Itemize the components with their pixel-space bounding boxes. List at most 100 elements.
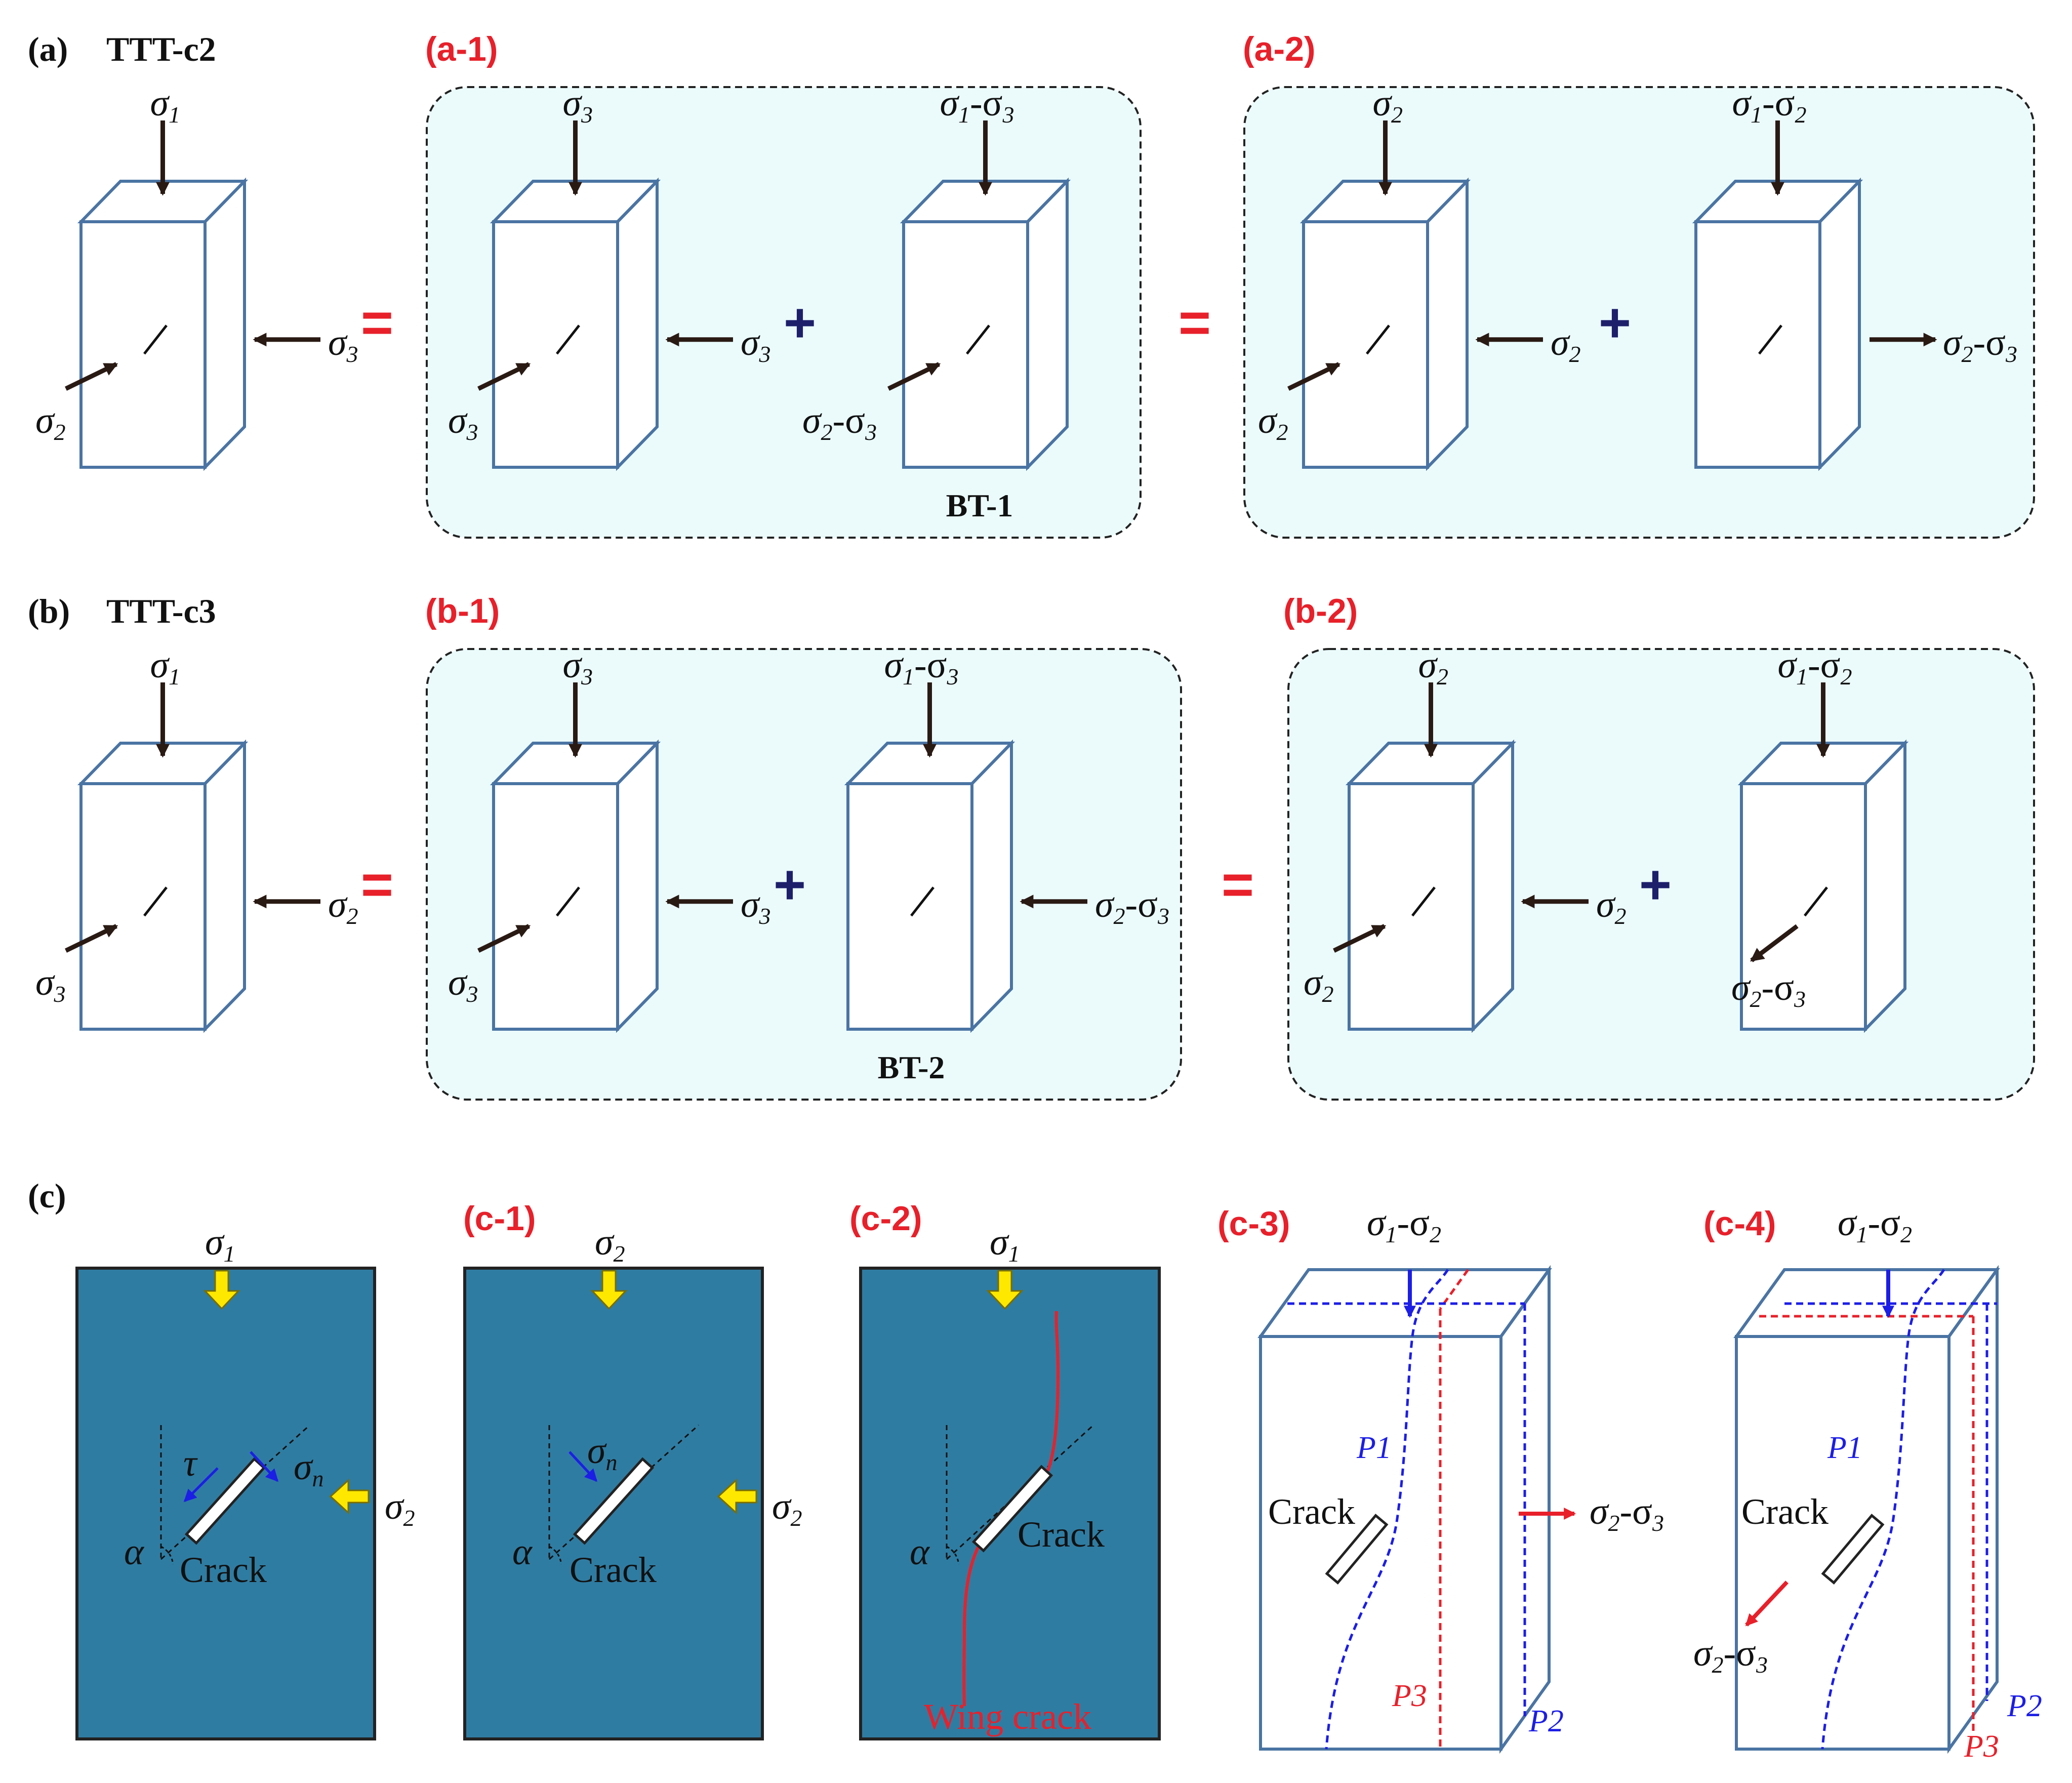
block-a1-left-top-stress: σ3	[563, 83, 593, 128]
crack-label-c4: Crack	[1741, 1491, 1829, 1532]
plate-c2-crack	[971, 1465, 1053, 1553]
crack-label-c2: Crack	[1018, 1514, 1105, 1555]
plate-c-side-arrow	[329, 1478, 370, 1515]
block-a-main: σ1 σ3 σ2	[35, 83, 358, 471]
tau-label: τ	[183, 1443, 198, 1484]
block-a1-left-side-stress: σ3	[741, 322, 771, 367]
block-a1-left: σ3 σ3 σ3	[448, 83, 771, 471]
alpha-label-c1: α	[512, 1531, 533, 1573]
row-a-header: (a) TTT-c2 (a-1) (a-2)	[28, 30, 1316, 68]
panel-c1-label: (c-1)	[463, 1199, 536, 1238]
block-b1-left: σ3 σ3 σ3	[448, 644, 771, 1033]
block-b1-right-side-stress: σ2-σ3	[1095, 884, 1169, 929]
block-a-main-side-stress: σ3	[328, 322, 358, 367]
blocks-layer: σ1σ3σ2σ3σ3σ3σ1-σ3σ2-σ3σ2σ2σ2σ1-σ2σ2-σ3σ1…	[35, 83, 2017, 1033]
block-c4: Crack P1 P2 P3 σ1-σ2 σ2-σ3	[1693, 1202, 2042, 1764]
block-b-main-top-stress: σ1	[150, 644, 181, 690]
sigma-n-arrow	[250, 1451, 279, 1482]
plate-c1-side-arrow	[717, 1478, 757, 1515]
block-a-main-top-stress: σ1	[150, 83, 181, 128]
row-b-title: TTT-c3	[106, 592, 216, 630]
wing-crack-lower	[962, 1543, 981, 1707]
p3-label-c3: P3	[1392, 1679, 1427, 1713]
plate-c1-top-arrow	[590, 1270, 628, 1310]
block-a2-right-top-stress: σ1-σ2	[1732, 83, 1807, 128]
plate-c-crack	[184, 1457, 266, 1545]
panel-c4-label: (c-4)	[1703, 1204, 1776, 1243]
c4-top-stress: σ1-σ2	[1838, 1202, 1912, 1247]
plate-c-top-stress: σ1	[205, 1222, 235, 1267]
block-a2-left-front-stress: σ2	[1258, 400, 1288, 445]
plus-b2: +	[1639, 854, 1672, 916]
block-a1-right-top-stress: σ1-σ3	[940, 83, 1014, 128]
panel-b2-label: (b-2)	[1283, 592, 1358, 630]
block-b2-right: σ1-σ2 σ2-σ3	[1731, 644, 1909, 1033]
alpha-label-c2: α	[910, 1531, 930, 1573]
panel-b1-label: (b-1)	[425, 592, 500, 630]
plate-c1-crack	[573, 1457, 655, 1545]
crack-label: Crack	[180, 1550, 267, 1590]
equals-b1: =	[361, 854, 393, 916]
block-b2-left-top-stress: σ2	[1418, 644, 1449, 690]
panel-c2-label: (c-2)	[849, 1199, 922, 1238]
block-b2-left-side-stress: σ2	[1596, 884, 1627, 929]
block-c3: Crack P1 P2 P3 σ1-σ2 σ2-σ3	[1257, 1202, 1664, 1754]
c4-front-stress: σ2-σ3	[1693, 1633, 1768, 1678]
block-b1-left-top-stress: σ3	[563, 644, 593, 690]
alpha-label: α	[124, 1531, 145, 1573]
plate-c1-side-stress: σ2	[772, 1486, 802, 1531]
block-b2-right-top-stress: σ1-σ2	[1778, 644, 1852, 690]
crack-label-c3: Crack	[1268, 1491, 1355, 1532]
block-a2-right-side-stress: σ2-σ3	[1943, 322, 2017, 367]
plate-c2-top-arrow	[986, 1270, 1024, 1310]
plate-c1: σ2 σ2 σn α Crack	[463, 1222, 802, 1740]
p1-label-c3: P1	[1356, 1431, 1392, 1465]
row-c-label: (c)	[28, 1177, 66, 1215]
plate-c-side-stress: σ2	[385, 1486, 415, 1531]
p2-label-c3: P2	[1528, 1704, 1564, 1738]
sigma-n-arrow-c1	[568, 1451, 598, 1482]
equals-a1: =	[361, 292, 393, 354]
block-b2-left: σ2 σ2 σ2	[1304, 644, 1627, 1033]
block-b1-left-side-stress: σ3	[741, 884, 771, 929]
plate-c: σ1 σ2 τ σn α Crack	[75, 1222, 415, 1740]
plate-c-top-arrow	[203, 1270, 240, 1310]
panel-a1-label: (a-1)	[425, 30, 498, 68]
wing-crack-upper	[1045, 1311, 1060, 1476]
equals-a2: =	[1179, 292, 1211, 354]
panel-a2-label: (a-2)	[1243, 30, 1316, 68]
block-a2-left: σ2 σ2 σ2	[1258, 83, 1581, 471]
row-a-title: TTT-c2	[106, 30, 216, 68]
plate-c1-top-stress: σ2	[595, 1222, 625, 1267]
plate-c2: σ1 α Crack Wing crack	[859, 1222, 1161, 1740]
block-a-main-front-stress: σ2	[35, 400, 66, 445]
block-b1-left-front-stress: σ3	[448, 962, 478, 1007]
block-a2-left-side-stress: σ2	[1551, 322, 1581, 367]
block-b2-right-front-stress: σ2-σ3	[1731, 967, 1806, 1012]
wing-crack-label: Wing crack	[924, 1696, 1091, 1737]
block-a2-right: σ1-σ2 σ2-σ3	[1692, 83, 2017, 471]
p1-label-c4: P1	[1827, 1431, 1862, 1465]
block-a1-left-front-stress: σ3	[448, 400, 478, 445]
block-b-main-front-stress: σ3	[35, 962, 66, 1007]
c3-side-stress: σ2-σ3	[1590, 1491, 1664, 1536]
caption-bt2: BT-2	[878, 1049, 945, 1085]
caption-bt1: BT-1	[946, 488, 1013, 523]
block-b1-right-top-stress: σ1-σ3	[884, 644, 959, 690]
p3-label-c4: P3	[1964, 1729, 1999, 1764]
c3-top-stress: σ1-σ2	[1367, 1202, 1441, 1247]
block-b2-left-front-stress: σ2	[1304, 962, 1334, 1007]
block-b1-right: σ1-σ3 σ2-σ3	[844, 644, 1169, 1033]
equals-b2: =	[1222, 854, 1254, 916]
block-a2-left-top-stress: σ2	[1373, 83, 1403, 128]
row-b-header: (b) TTT-c3 (b-1) (b-2)	[28, 592, 1358, 630]
row-a-label: (a)	[28, 30, 68, 68]
row-b-label: (b)	[28, 592, 70, 630]
panel-c3-label: (c-3)	[1217, 1204, 1290, 1243]
crack-label-c1: Crack	[570, 1550, 657, 1590]
tau-arrow	[183, 1467, 219, 1503]
plus-a1: +	[784, 292, 816, 354]
